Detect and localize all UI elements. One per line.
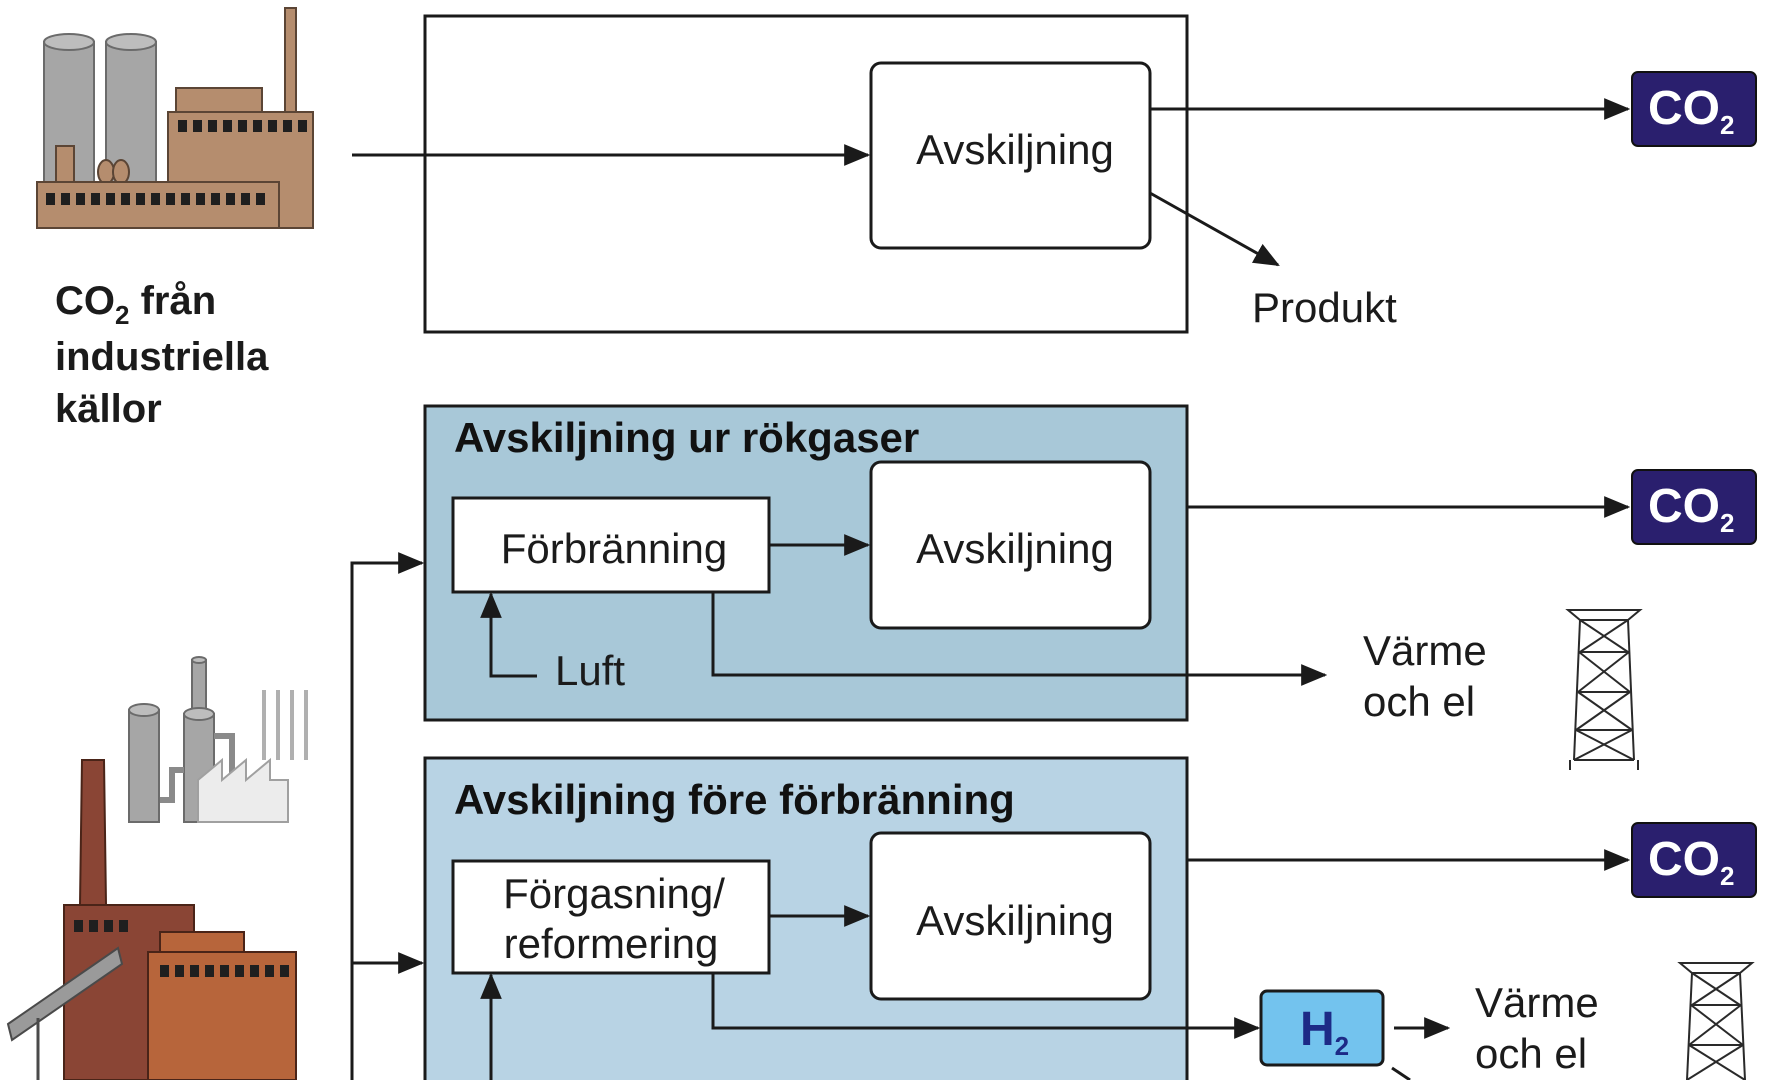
arrow-air-in [480, 591, 537, 678]
co2-badge-top: CO2 [1631, 71, 1757, 147]
feed-line-flue [350, 552, 425, 1080]
separation-label-flue: Avskiljning [916, 525, 1114, 572]
separation-box-top [869, 61, 1152, 250]
power-pylon-icon [1565, 609, 1643, 770]
industrial-plant-icon [36, 7, 314, 229]
svg-text:CO2: CO2 [1648, 82, 1734, 140]
gasification-box [451, 859, 771, 975]
separation-label-top: Avskiljning [916, 126, 1114, 173]
arrow-to-heat-power-1 [711, 592, 1328, 686]
heat-power-2-line1: Värme [1475, 979, 1599, 1026]
arrow-to-product [1149, 191, 1280, 267]
gasification-label-line1: Förgasning/ [503, 870, 725, 917]
refinery-icon [128, 656, 308, 823]
separation-box-pre [869, 831, 1152, 1001]
gasification-label-line2: reformering [504, 920, 719, 967]
h2-badge: H2 [1259, 989, 1385, 1067]
h2-branch-line [1391, 1066, 1411, 1080]
pre-combustion-section-title: Avskiljning före förbränning [454, 776, 1015, 823]
power-plant-icon [6, 759, 297, 1080]
combustion-label: Förbränning [501, 525, 727, 572]
separation-label-pre: Avskiljning [916, 897, 1114, 944]
separation-box-flue [869, 460, 1152, 630]
heat-power-1-line2: och el [1363, 678, 1475, 725]
product-label: Produkt [1252, 284, 1397, 331]
co2-badge-pre: CO2 [1631, 822, 1757, 898]
air-label: Luft [555, 647, 625, 694]
flue-gas-section-title: Avskiljning ur rökgaser [454, 414, 919, 461]
svg-text:CO2: CO2 [1648, 833, 1734, 891]
source-label-line2: industriella [55, 335, 269, 379]
heat-power-1-line1: Värme [1363, 627, 1487, 674]
combustion-box [451, 496, 771, 594]
source-label-line3: källor [55, 387, 162, 431]
arrow-to-h2 [711, 973, 1261, 1039]
svg-text:CO2: CO2 [1648, 480, 1734, 538]
power-pylon-icon [1677, 962, 1755, 1080]
source-label-line1: CO2 från [55, 279, 216, 330]
heat-power-2-line2: och el [1475, 1030, 1587, 1077]
co2-badge-flue: CO2 [1631, 469, 1757, 545]
svg-text:H2: H2 [1300, 1003, 1349, 1061]
